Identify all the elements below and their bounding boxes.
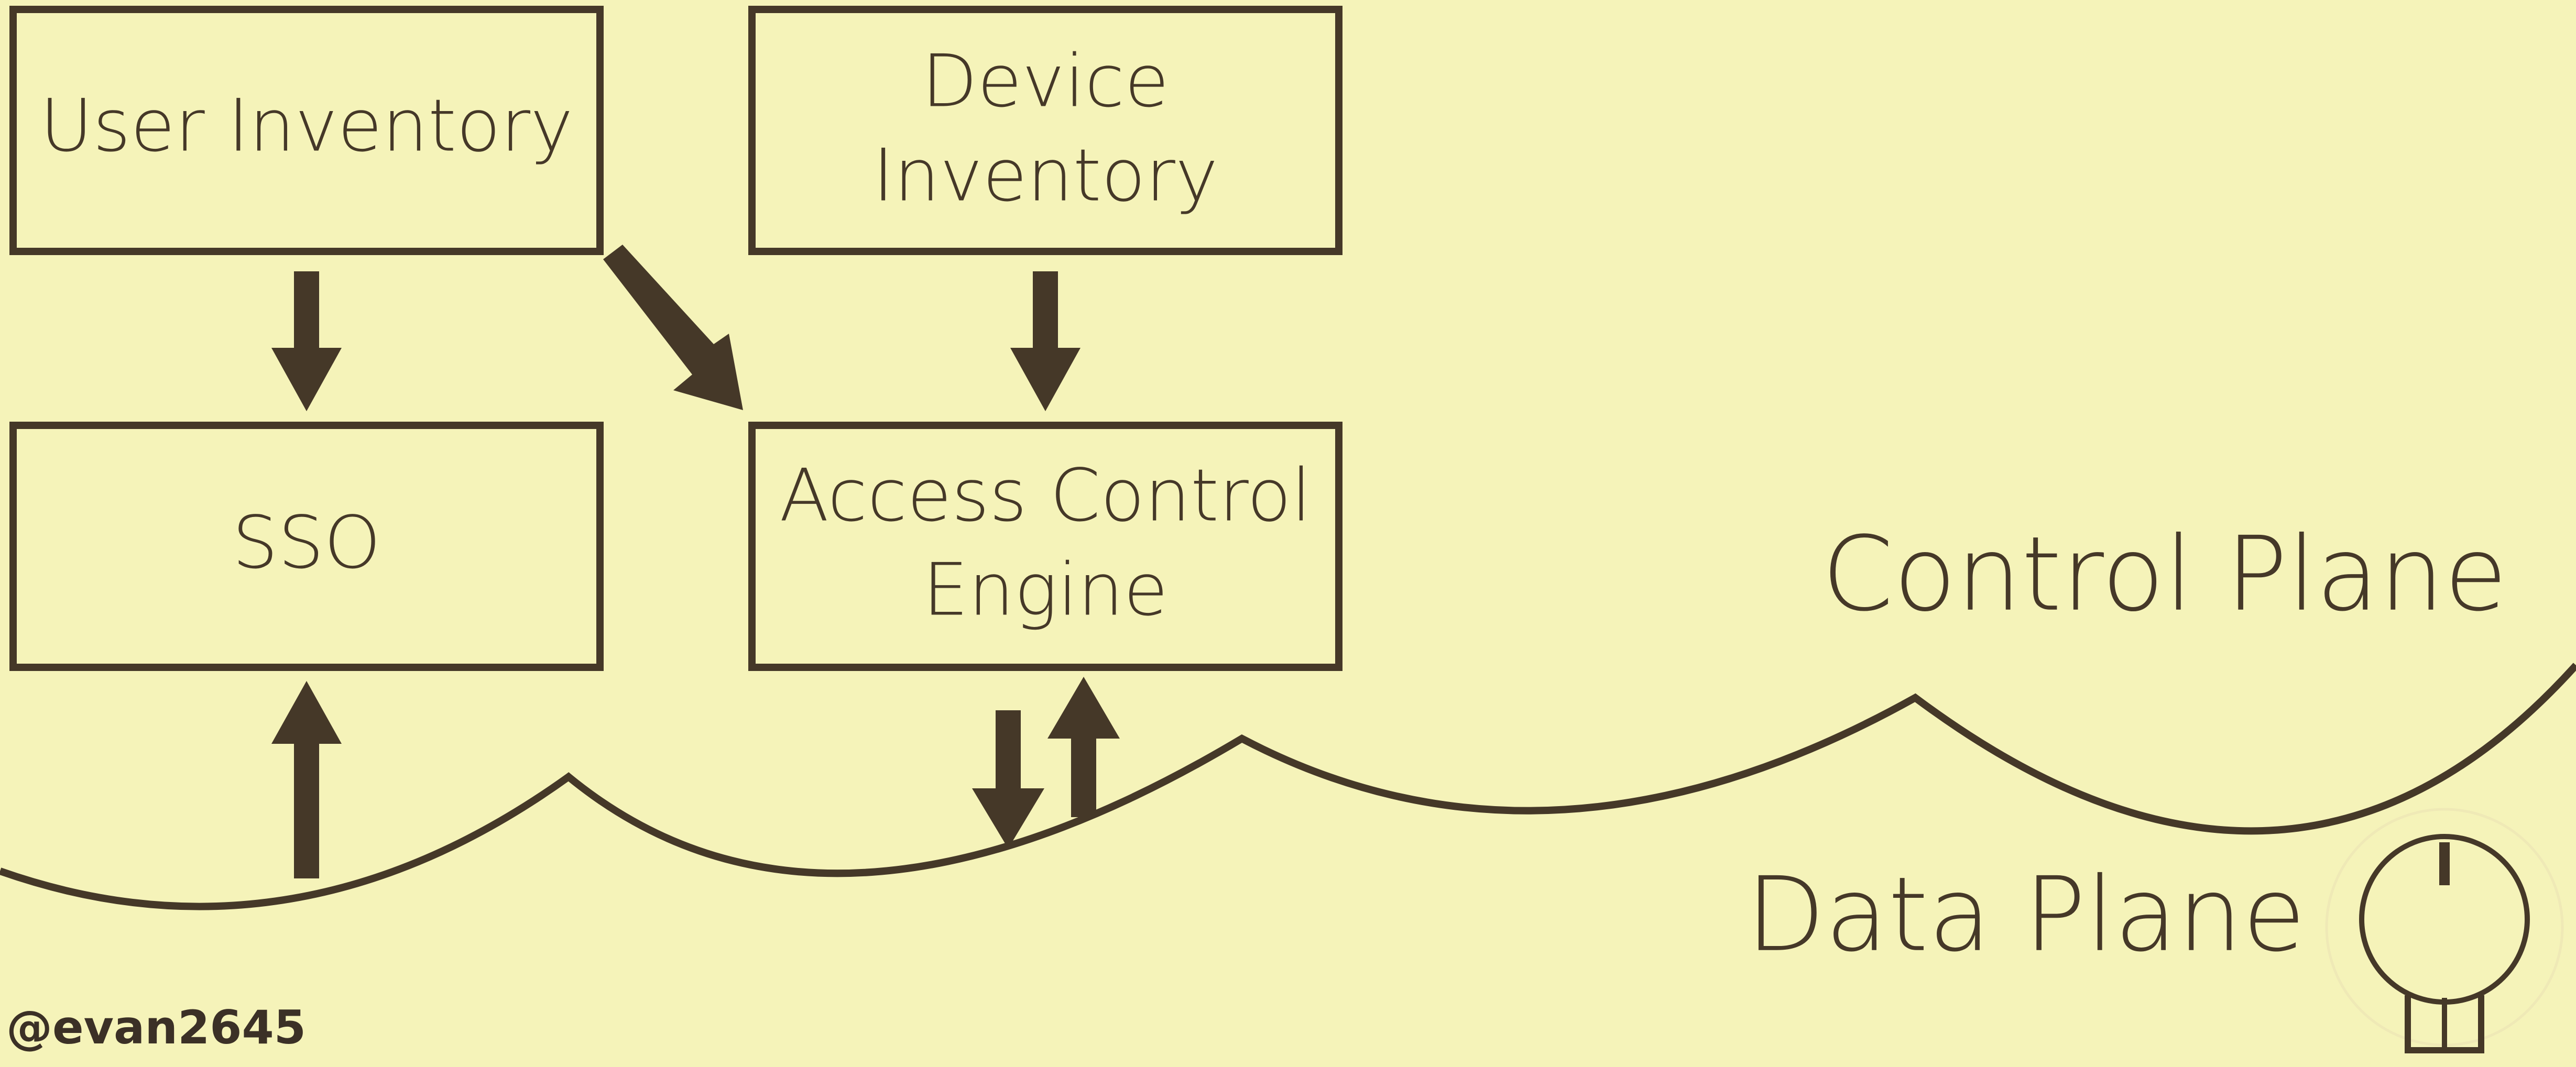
data-plane-label: Data Plane: [1746, 855, 2306, 975]
arrow-user-inventory-to-access-control: [603, 245, 743, 410]
arrow-access-control-to-data-plane: [972, 710, 1044, 849]
arrow-data-plane-to-sso: [271, 681, 342, 878]
arrow-data-plane-to-access-control: [1047, 677, 1120, 817]
arrow-device-inventory-to-access-control: [1010, 271, 1080, 411]
access-control-engine-box: Access Control Engine: [748, 422, 1342, 671]
sso-label: SSO: [232, 501, 381, 585]
control-plane-label: Control Plane: [1822, 515, 2507, 634]
device-inventory-box: Device Inventory: [748, 6, 1342, 255]
access-control-engine-label-line-2: Engine: [923, 548, 1168, 632]
author-handle: @evan2645: [6, 1000, 306, 1054]
access-control-engine-label-line-1: Access Control: [779, 454, 1311, 538]
arrow-user-inventory-to-sso: [271, 271, 342, 411]
sso-box: SSO: [9, 422, 604, 671]
plane-boundary: [0, 663, 2576, 910]
user-inventory-box: User Inventory: [9, 6, 604, 255]
user-inventory-label: User Inventory: [40, 84, 573, 168]
device-inventory-label-line-1: Device: [922, 39, 1169, 124]
device-inventory-label-line-2: Inventory: [872, 134, 1218, 218]
power-icon: [2325, 808, 2564, 1053]
